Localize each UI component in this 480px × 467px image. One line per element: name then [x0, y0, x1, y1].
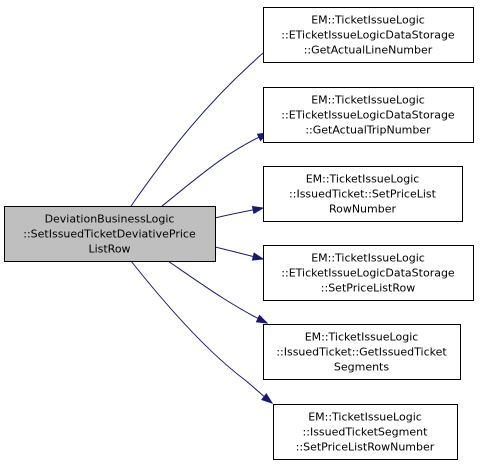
callee-node-set-price-list-row[interactable]: EM::TicketIssueLogic::ETicketIssueLogicD… [263, 245, 474, 301]
edge-line [161, 132, 269, 207]
callee-node-set-price-list-row-box [263, 245, 474, 301]
callee-node-set-price-list-row-label-line: ::ETicketIssueLogicDataStorage [281, 267, 455, 280]
edge-arrow-get-actual-line-number [130, 40, 280, 207]
callee-node-set-price-list-row-number-segment[interactable]: EM::TicketIssueLogic::IssuedTicketSegmen… [273, 404, 458, 460]
callee-node-get-actual-trip-number-label-line: ::ETicketIssueLogicDataStorage [281, 109, 455, 122]
arrowhead-icon [255, 314, 269, 324]
callee-node-set-price-list-row-number-issued-ticket-label-line: ::IssuedTicket::SetPriceList [289, 188, 437, 201]
callee-node-set-price-list-row-number-issued-ticket-box [263, 166, 463, 222]
callee-node-set-price-list-row-number-segment-label-line: EM::TicketIssueLogic [308, 411, 422, 424]
edge-arrow-set-price-list-row-number-issued-ticket [214, 205, 265, 219]
callee-node-set-price-list-row-number-issued-ticket-label-line: EM::TicketIssueLogic [306, 173, 420, 186]
root-function-node-label-line: DeviationBusinessLogic [45, 213, 175, 226]
edge-arrow-get-issued-ticket-segments [167, 260, 269, 324]
callee-node-get-issued-ticket-segments-label-line: EM::TicketIssueLogic [305, 331, 419, 344]
root-function-node-box [4, 206, 216, 262]
callee-node-set-price-list-row-number-segment-label-line: ::SetPriceListRowNumber [296, 441, 435, 454]
edge-arrow-set-price-list-row-number-segment [130, 260, 274, 404]
callee-node-get-actual-trip-number[interactable]: EM::TicketIssueLogic::ETicketIssueLogicD… [263, 87, 474, 143]
callee-node-set-price-list-row-number-issued-ticket[interactable]: EM::TicketIssueLogic::IssuedTicket::SetP… [263, 166, 463, 222]
callee-node-set-price-list-row-label-line: ::SetPriceListRow [321, 282, 415, 295]
edge-arrow-get-actual-trip-number [161, 132, 270, 207]
callee-node-set-price-list-row-number-segment-box [273, 404, 458, 460]
edge-line [167, 260, 268, 324]
edge-line [130, 40, 279, 207]
callee-node-set-price-list-row-label-line: EM::TicketIssueLogic [311, 252, 425, 265]
arrowhead-icon [251, 252, 265, 261]
callee-node-get-actual-trip-number-label-line: EM::TicketIssueLogic [311, 94, 425, 107]
callee-node-get-issued-ticket-segments-box [263, 324, 461, 380]
callee-node-get-actual-trip-number-label-line: ::GetActualTripNumber [305, 124, 431, 137]
edge-arrow-set-price-list-row [214, 246, 265, 261]
callee-node-get-actual-line-number-box [263, 7, 474, 63]
callee-node-set-price-list-row-number-segment-label-line: ::IssuedTicketSegment [303, 426, 429, 439]
nodes-layer: DeviationBusinessLogic::SetIssuedTicketD… [4, 7, 474, 460]
callee-node-get-issued-ticket-segments-label-line: Segments [334, 361, 390, 374]
callee-node-get-issued-ticket-segments[interactable]: EM::TicketIssueLogic::IssuedTicket::GetI… [263, 324, 461, 380]
root-function-node-label-line: ::SetIssuedTicketDeviativePrice [23, 228, 196, 241]
edge-line [130, 260, 273, 404]
callee-node-get-actual-line-number-label-line: ::ETicketIssueLogicDataStorage [281, 29, 455, 42]
callee-node-get-actual-line-number-label-line: ::GetActualLineNumber [304, 44, 433, 57]
callee-node-get-actual-line-number-label-line: EM::TicketIssueLogic [311, 14, 425, 27]
callee-node-set-price-list-row-number-issued-ticket-label-line: RowNumber [329, 203, 397, 216]
root-function-node[interactable]: DeviationBusinessLogic::SetIssuedTicketD… [4, 206, 216, 262]
callee-node-get-issued-ticket-segments-label-line: ::IssuedTicket::GetIssuedTicket [276, 346, 447, 359]
callee-node-get-actual-line-number[interactable]: EM::TicketIssueLogic::ETicketIssueLogicD… [263, 7, 474, 63]
callee-node-get-actual-trip-number-box [263, 87, 474, 143]
arrowhead-icon [261, 393, 274, 404]
root-function-node-label-line: ListRow [88, 243, 130, 256]
arrowhead-icon [251, 205, 265, 215]
